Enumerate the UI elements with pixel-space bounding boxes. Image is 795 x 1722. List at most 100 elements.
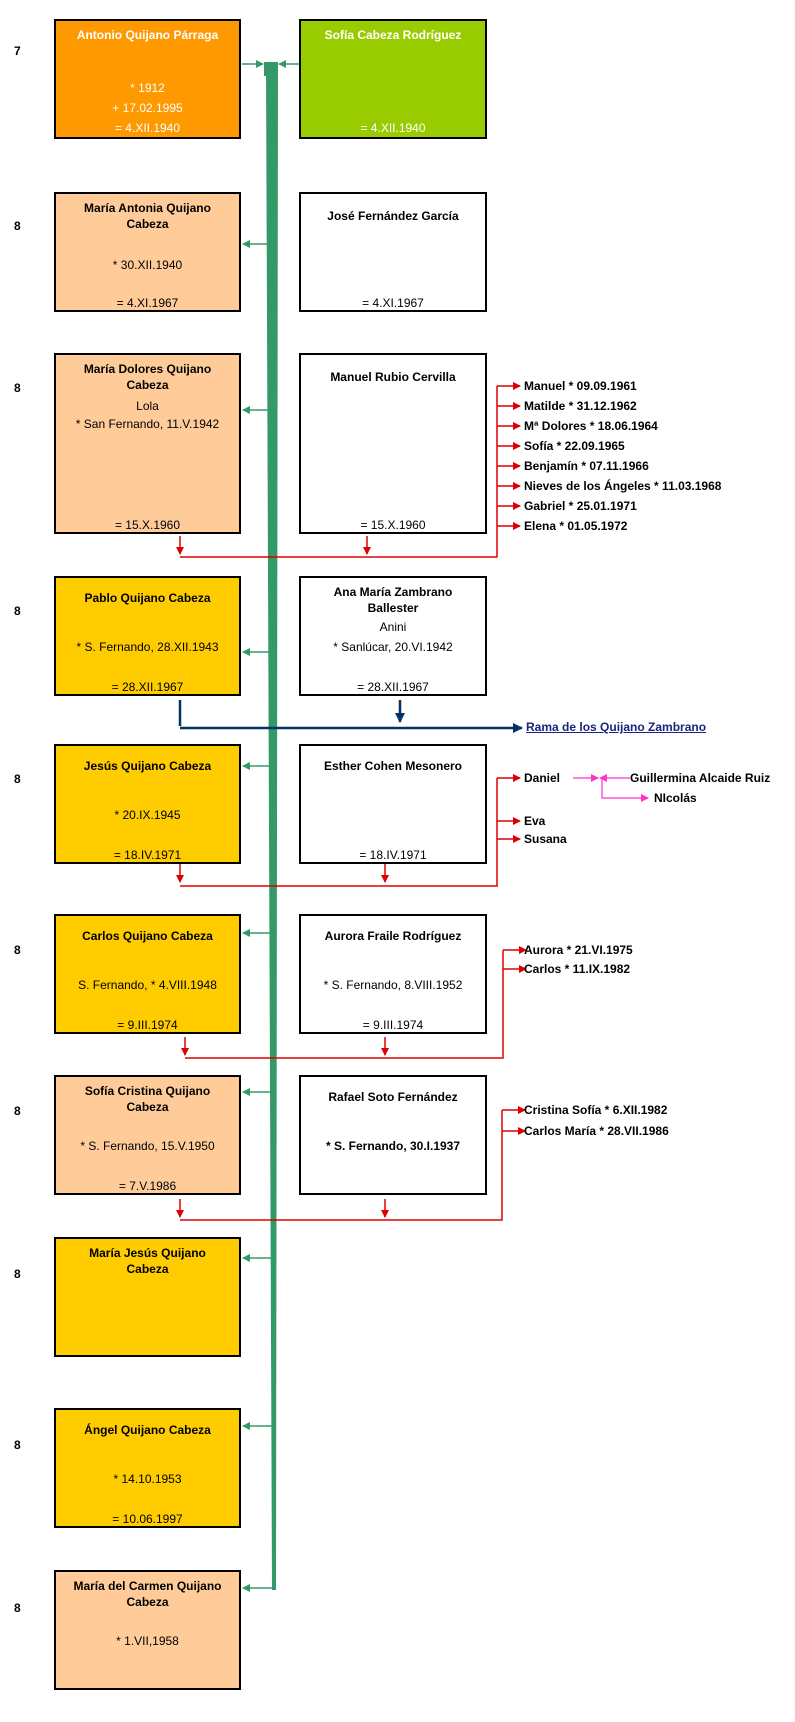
person-name: María Jesús Quijano Cabeza xyxy=(89,1246,206,1276)
person-birth: * San Fernando, 11.V.1942 xyxy=(75,417,220,431)
branch-link[interactable]: Rama de los Quijano Zambrano xyxy=(526,720,707,734)
spouse-card-jose[interactable]: José Fernández García = 4.XI.1967 xyxy=(299,192,487,312)
person-card-jesus[interactable]: Jesús Quijano Cabeza * 20.IX.1945 = 18.I… xyxy=(54,744,241,864)
person-card-carlos[interactable]: Carlos Quijano Cabeza S. Fernando, * 4.V… xyxy=(54,914,241,1034)
person-name: Esther Cohen Mesonero xyxy=(323,759,463,773)
person-birth: * 1912 xyxy=(130,81,165,95)
person-wedding: = 18.IV.1971 xyxy=(113,848,182,862)
person-birth: * 1.VII,1958 xyxy=(116,1634,179,1648)
connector-sofia-bus xyxy=(180,1110,503,1221)
person-name: Sofía Cabeza Rodríguez xyxy=(324,28,462,42)
person-birth: * 30.XII.1940 xyxy=(112,258,183,272)
person-birth: * S. Fernando, 28.XII.1943 xyxy=(76,640,219,654)
child-label: Susana xyxy=(524,832,567,846)
connector-carlos-bus xyxy=(185,950,504,1059)
person-nickname: Lola xyxy=(136,399,159,413)
person-name: Carlos Quijano Cabeza xyxy=(82,929,213,943)
person-card-angel[interactable]: Ángel Quijano Cabeza * 14.10.1953 = 10.0… xyxy=(54,1408,241,1528)
person-wedding: = 9.III.1974 xyxy=(117,1018,178,1032)
person-wedding: = 10.06.1997 xyxy=(112,1512,183,1526)
family-connectors xyxy=(176,382,527,1221)
person-wedding: = 7.V.1986 xyxy=(118,1179,177,1193)
person-name: María Antonia Quijano Cabeza xyxy=(84,201,211,231)
branch-connector xyxy=(178,700,523,733)
generation-label: 8 xyxy=(14,381,21,395)
spouse-card-rafael[interactable]: Rafael Soto Fernández * S. Fernando, 30.… xyxy=(299,1075,487,1195)
child-label: Manuel * 09.09.1961 xyxy=(524,379,637,393)
child-label: Aurora * 21.VI.1975 xyxy=(524,943,633,957)
connector-lola-bus xyxy=(180,386,498,558)
person-birth: * 14.10.1953 xyxy=(113,1472,182,1486)
person-name: Manuel Rubio Cervilla xyxy=(330,370,456,384)
person-birth: * S. Fernando, 30.I.1937 xyxy=(325,1139,461,1153)
connector-jesus-bus xyxy=(180,778,498,887)
trunk-bar xyxy=(266,64,278,1590)
person-name: Aurora Fraile Rodríguez xyxy=(324,929,462,943)
person-name: Rafael Soto Fernández xyxy=(328,1090,458,1104)
child-label: Elena * 01.05.1972 xyxy=(524,519,628,533)
child-label: Mª Dolores * 18.06.1964 xyxy=(524,419,658,433)
spouse-card-esther[interactable]: Esther Cohen Mesonero = 18.IV.1971 xyxy=(299,744,487,864)
generation-label: 8 xyxy=(14,604,21,618)
generation-label: 7 xyxy=(14,44,21,58)
person-death: + 17.02.1995 xyxy=(112,101,183,115)
person-name: Sofía Cristina Quijano Cabeza xyxy=(84,1084,211,1114)
person-birth: S. Fernando, * 4.VIII.1948 xyxy=(78,978,217,992)
person-wedding: = 4.XII.1940 xyxy=(360,121,426,135)
child-label: Cristina Sofía * 6.XII.1982 xyxy=(524,1103,668,1117)
child-label: Carlos * 11.IX.1982 xyxy=(524,962,631,976)
person-wedding: = 15.X.1960 xyxy=(114,518,181,532)
person-name: Antonio Quijano Párraga xyxy=(76,28,219,42)
person-card-maria-jesus[interactable]: María Jesús Quijano Cabeza xyxy=(54,1237,241,1357)
spouse-card-manuel[interactable]: Manuel Rubio Cervilla = 15.X.1960 xyxy=(299,353,487,534)
person-nickname: Anini xyxy=(379,620,407,634)
person-wedding: = 18.IV.1971 xyxy=(359,848,427,862)
child-label: Sofía * 22.09.1965 xyxy=(524,439,625,453)
spouse-connectors xyxy=(573,774,649,802)
child-label: Daniel xyxy=(524,771,561,785)
spouse-card-aurora[interactable]: Aurora Fraile Rodríguez * S. Fernando, 8… xyxy=(299,914,487,1034)
person-name: María del Carmen Quijano Cabeza xyxy=(73,1579,222,1609)
person-name: María Dolores Quijano Cabeza xyxy=(83,362,212,392)
person-card-sofia-cristina[interactable]: Sofía Cristina Quijano Cabeza * S. Ferna… xyxy=(54,1075,241,1195)
person-wedding: = 28.XII.1967 xyxy=(357,680,429,694)
person-birth: * 20.IX.1945 xyxy=(114,808,181,822)
person-birth: * Sanlúcar, 20.VI.1942 xyxy=(333,640,453,654)
generation-label: 8 xyxy=(14,772,21,786)
person-name: Ana María Zambrano Ballester xyxy=(333,585,453,615)
person-wedding: = 15.X.1960 xyxy=(360,518,426,532)
child-label: Matilde * 31.12.1962 xyxy=(524,399,637,413)
generation-label: 8 xyxy=(14,1438,21,1452)
person-card-maria-antonia[interactable]: María Antonia Quijano Cabeza * 30.XII.19… xyxy=(54,192,241,312)
person-name: Pablo Quijano Cabeza xyxy=(84,591,211,605)
child-label: Carlos María * 28.VII.1986 xyxy=(524,1124,669,1138)
person-wedding: = 9.III.1974 xyxy=(362,1018,424,1032)
person-name: Jesús Quijano Cabeza xyxy=(83,759,212,773)
child-label: Gabriel * 25.01.1971 xyxy=(524,499,637,513)
child-label: Nieves de los Ángeles * 11.03.1968 xyxy=(524,479,722,493)
child-label: Benjamín * 07.11.1966 xyxy=(524,459,649,473)
generation-label: 8 xyxy=(14,943,21,957)
person-card-maria-del-carmen[interactable]: María del Carmen Quijano Cabeza * 1.VII,… xyxy=(54,1570,241,1690)
person-card-antonio[interactable]: Antonio Quijano Párraga * 1912 + 17.02.1… xyxy=(54,19,241,139)
person-wedding: = 4.XI.1967 xyxy=(362,296,424,310)
person-birth: * S. Fernando, 15.V.1950 xyxy=(80,1139,215,1153)
connector-nicolas-arrow xyxy=(601,778,649,802)
person-card-sofia[interactable]: Sofía Cabeza Rodríguez = 4.XII.1940 xyxy=(299,19,487,139)
generation-label: 8 xyxy=(14,1267,21,1281)
person-card-maria-dolores[interactable]: María Dolores Quijano Cabeza Lola * San … xyxy=(54,353,241,534)
person-name: Ángel Quijano Cabeza xyxy=(84,1423,211,1437)
trunk-top xyxy=(264,62,278,76)
person-birth: * S. Fernando, 8.VIII.1952 xyxy=(323,978,463,992)
generation-label: 8 xyxy=(14,219,21,233)
spouse-card-ana-maria[interactable]: Ana María Zambrano Ballester Anini * San… xyxy=(299,576,487,696)
grandchild-label: NIcolás xyxy=(654,791,697,805)
generation-label: 8 xyxy=(14,1104,21,1118)
person-card-pablo[interactable]: Pablo Quijano Cabeza * S. Fernando, 28.X… xyxy=(54,576,241,696)
person-wedding: = 4.XII.1940 xyxy=(114,121,181,135)
person-name: José Fernández García xyxy=(327,209,459,223)
trunk-lines xyxy=(242,60,300,1592)
person-wedding: = 28.XII.1967 xyxy=(111,680,184,694)
grandchild-spouse-label: Guillermina Alcaide Ruiz xyxy=(630,771,771,785)
